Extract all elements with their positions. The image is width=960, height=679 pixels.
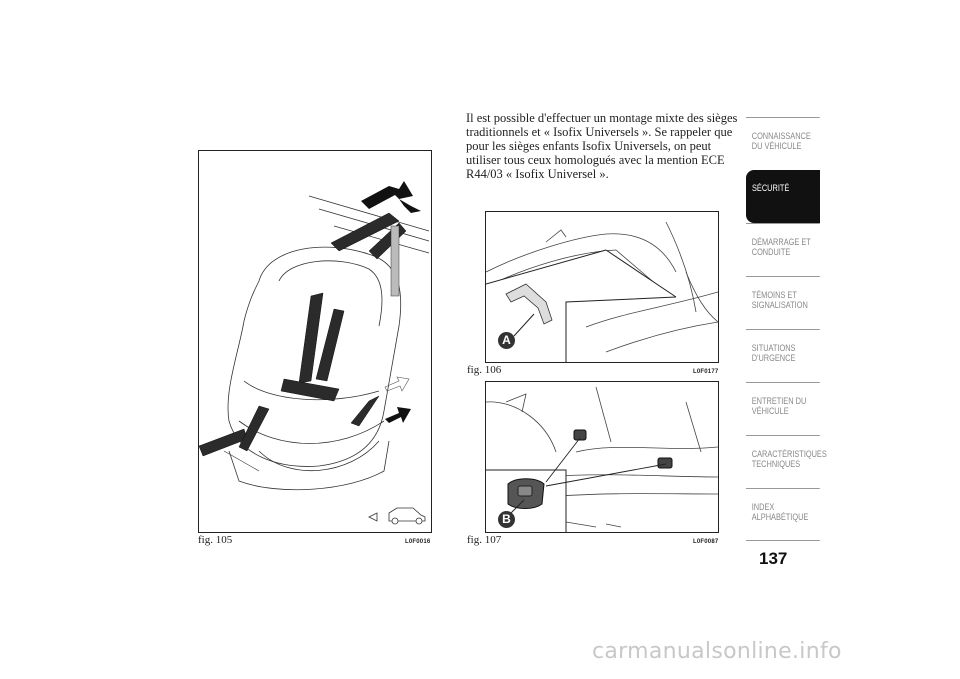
chapter-sidebar: CONNAISSANCE DU VÉHICULE SÉCURITÉ DÉMARR… <box>746 117 827 541</box>
fig107-caption: fig. 107 <box>467 534 502 546</box>
tab-demarrage-et-conduite[interactable]: DÉMARRAGE ET CONDUITE <box>746 223 820 276</box>
tab-label: SITUATIONS D'URGENCE <box>751 343 796 363</box>
callout-b: B <box>498 511 515 528</box>
figure-107: B <box>485 381 719 533</box>
body-paragraph: Il est possible d'effectuer un montage m… <box>466 111 746 181</box>
watermark: carmanualsonline.info <box>592 639 842 664</box>
tab-entretien-du-vehicule[interactable]: ENTRETIEN DU VÉHICULE <box>746 382 820 435</box>
tab-index-alphabetique[interactable]: INDEX ALPHABÉTIQUE <box>746 488 820 541</box>
body-text: Il est possible d'effectuer un montage m… <box>466 111 738 181</box>
fig105-caption: fig. 105 <box>198 534 233 546</box>
tab-label: INDEX ALPHABÉTIQUE <box>751 502 809 522</box>
callout-b-label: B <box>502 512 511 526</box>
callout-a: A <box>498 332 515 349</box>
fig106-caption: fig. 106 <box>467 364 502 376</box>
tab-label: ENTRETIEN DU VÉHICULE <box>751 396 807 416</box>
tab-caracteristiques-techniques[interactable]: CARACTÉRISTIQUES TECHNIQUES <box>746 435 827 488</box>
tab-label: SÉCURITÉ <box>752 183 790 193</box>
tab-label: CONNAISSANCE DU VÉHICULE <box>751 131 811 151</box>
fig106-code: L0F0177 <box>693 369 719 375</box>
tab-situations-d-urgence[interactable]: SITUATIONS D'URGENCE <box>746 329 820 382</box>
figure-105 <box>198 150 432 533</box>
fig105-code: L0F0016 <box>405 539 431 545</box>
child-seat-illustration <box>199 181 430 525</box>
figure-106: A <box>485 211 719 363</box>
tab-securite[interactable]: SÉCURITÉ <box>746 170 820 223</box>
tab-label: CARACTÉRISTIQUES TECHNIQUES <box>751 449 827 469</box>
isofix-anchor-illustration <box>486 221 718 362</box>
tab-label: TÉMOINS ET SIGNALISATION <box>751 290 808 310</box>
isofix-attachment-illustration <box>486 386 718 532</box>
tab-label: DÉMARRAGE ET CONDUITE <box>751 237 811 257</box>
callout-a-label: A <box>502 333 511 347</box>
tab-temoins-et-signalisation[interactable]: TÉMOINS ET SIGNALISATION <box>746 276 820 329</box>
page-number: 137 <box>759 549 788 568</box>
fig107-code: L0F0087 <box>693 539 719 545</box>
tab-connaissance-du-vehicule[interactable]: CONNAISSANCE DU VÉHICULE <box>746 117 820 170</box>
